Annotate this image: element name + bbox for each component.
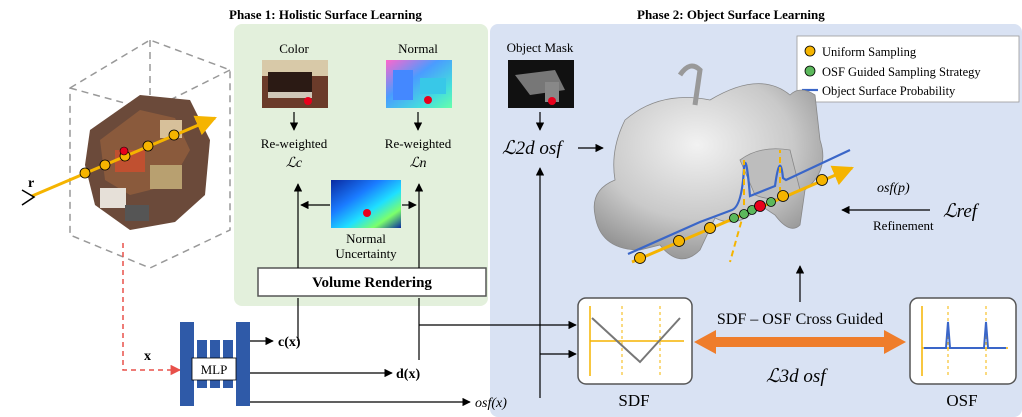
volume-rendering-block <box>257 267 487 297</box>
phase1-title: Phase 1: Holistic Surface Learning <box>229 7 422 22</box>
mlp-network: MLP <box>180 322 250 406</box>
color-loss: ℒc <box>286 156 303 171</box>
object-mask-label: Object Mask <box>507 40 574 55</box>
osf-label: OSF <box>946 391 977 410</box>
normal-label: Normal <box>398 41 438 56</box>
osf-p-label: osf(p) <box>877 181 910 196</box>
color-label: Color <box>279 41 309 56</box>
normal-loss: ℒn <box>409 156 426 171</box>
uncertainty-label-1: Normal <box>346 231 386 246</box>
point-to-mlp-arrow <box>122 243 182 376</box>
reweighted-color-label: Re-weighted <box>261 136 328 151</box>
cross-guided-label: SDF – OSF Cross Guided <box>717 311 883 328</box>
sdf-plot <box>577 297 693 385</box>
scene-cube <box>69 39 231 269</box>
camera-ray: r <box>21 115 217 206</box>
mlp-input-x: x <box>144 349 151 364</box>
ray-label: r <box>28 176 34 191</box>
mlp-output-color: c(x) <box>278 335 301 350</box>
object-mask-image <box>508 60 574 108</box>
sampling-ray <box>627 149 854 264</box>
object-mesh <box>593 63 824 260</box>
loss-ref: ℒref <box>943 201 980 222</box>
cross-guided-arrow <box>694 330 906 354</box>
osf-plot <box>909 297 1017 385</box>
phase2-title: Phase 2: Object Surface Learning <box>637 7 825 22</box>
uncertainty-image <box>331 180 401 228</box>
normal-image <box>386 60 452 108</box>
legend-prob-label: Object Surface Probability <box>822 84 956 98</box>
mlp-output-density: d(x) <box>396 367 420 382</box>
uncertainty-label-2: Uncertainty <box>335 246 397 261</box>
legend: Uniform Sampling OSF Guided Sampling Str… <box>796 35 1020 103</box>
loss-2d-osf: ℒ2d osf <box>502 138 564 159</box>
legend-osf-marker <box>804 65 816 77</box>
color-image <box>262 60 328 108</box>
refinement-label: Refinement <box>873 218 934 233</box>
mlp-output-osf: osf(x) <box>475 396 507 411</box>
legend-uniform-label: Uniform Sampling <box>822 45 917 59</box>
legend-uniform-marker <box>804 45 816 57</box>
legend-osf-label: OSF Guided Sampling Strategy <box>822 65 981 79</box>
mlp-label: MLP <box>201 362 228 377</box>
sdf-label: SDF <box>618 391 649 410</box>
reweighted-normal-label: Re-weighted <box>385 136 452 151</box>
volume-rendering-label: Volume Rendering <box>312 275 432 291</box>
loss-3d-osf: ℒ3d osf <box>766 366 828 387</box>
